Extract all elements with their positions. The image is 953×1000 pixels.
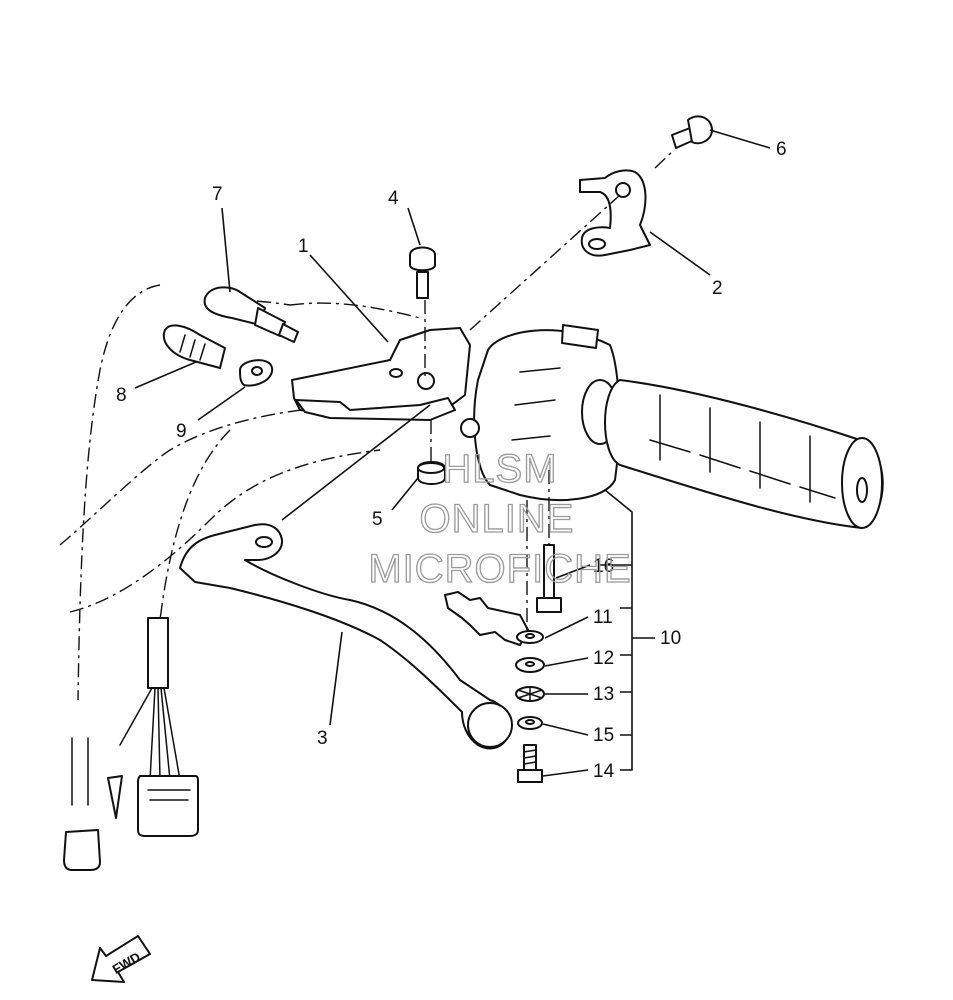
washer-11 [516,630,544,644]
screw-16 [536,544,562,613]
washer-12 [515,657,545,673]
callout-6: 6 [776,139,787,160]
callout-11: 11 [593,607,613,628]
callout-1: 1 [298,236,309,257]
callout-12: 12 [593,648,614,669]
clutch-lever [179,523,513,750]
callout-3: 3 [317,728,328,749]
cable-adjuster [203,286,299,343]
callout-14: 14 [593,761,615,782]
callout-5: 5 [372,509,383,530]
washer-15 [517,716,543,730]
screw-6 [671,115,713,149]
callout-15: 15 [593,725,614,746]
bolt-4 [409,246,436,299]
adjuster-cover [162,324,226,369]
nut-5 [417,461,446,485]
callout-2: 2 [712,278,723,299]
leader-lines [134,129,771,777]
handlebar-outline [59,284,421,701]
switch-bracket [444,591,529,646]
watermark-line-1: HLSM [442,447,557,491]
screw-14 [517,744,543,783]
lever-holder [291,327,471,421]
watermark: HLSM ONLINE MICROFICHE [368,446,632,591]
watermark-line-2: ONLINE [420,497,575,541]
callout-9: 9 [176,421,187,442]
callout-4: 4 [388,188,399,209]
callout-13: 13 [593,684,614,705]
wiring-harness [63,617,199,871]
locknut [239,359,274,387]
handlebar-grip [604,379,884,529]
clamp [579,169,651,257]
watermark-line-3: MICROFICHE [368,547,631,591]
callout-16: 16 [593,556,614,577]
forward-direction-arrow: FWD [91,935,151,983]
assembly-centerlines [424,151,673,632]
callout-8: 8 [116,385,127,406]
kit-bracket-10 [600,489,655,771]
callout-7: 7 [212,184,223,205]
lock-washer-13 [515,686,545,702]
callout-10: 10 [660,628,681,649]
